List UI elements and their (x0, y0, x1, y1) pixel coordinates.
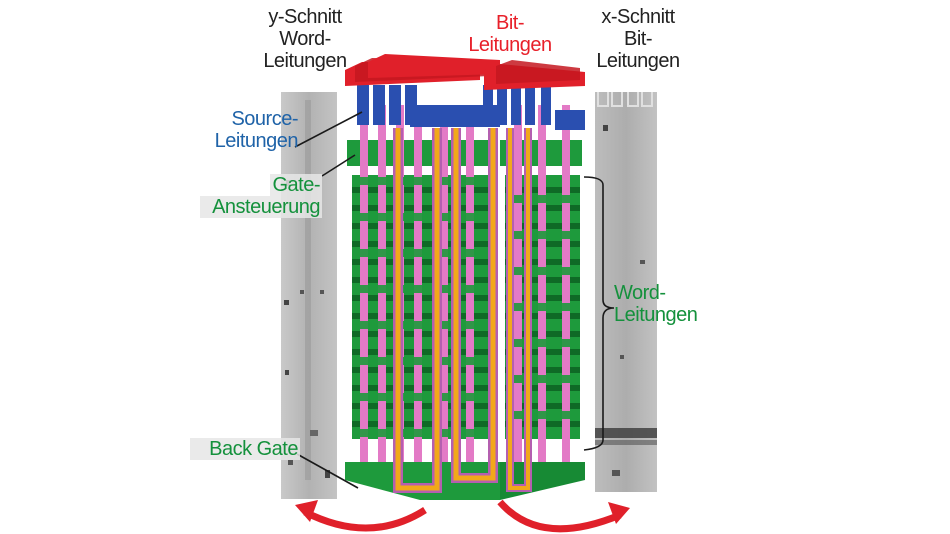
gate-control-line-2: Ansteuerung (200, 196, 322, 218)
y-section-micrograph (281, 92, 337, 499)
leader-lines (294, 111, 615, 489)
y-section-line-2: Word- (279, 28, 331, 50)
bit-lines-label: Bit- Leitungen (455, 12, 565, 56)
x-section-label: x-Schnitt Bit- Leitungen (583, 6, 693, 72)
y-section-line-3: Leitungen (263, 50, 347, 72)
right-arrow (497, 499, 622, 533)
bit-lines (345, 54, 585, 90)
source-lines (357, 85, 585, 130)
word-lines-line-2: Leitungen (614, 304, 698, 326)
u-channels (393, 128, 532, 493)
back-gate-line-1: Back Gate (190, 438, 300, 460)
x-section-line-3: Leitungen (596, 50, 680, 72)
source-lines-line-1: Source- (231, 108, 298, 130)
source-lines-line-2: Leitungen (214, 130, 299, 152)
bit-lines-line-2: Leitungen (468, 34, 552, 56)
bit-lines-line-1: Bit- (496, 12, 525, 34)
back-gate-base (345, 462, 500, 500)
y-section-line-1: y-Schnitt (268, 6, 342, 28)
rotation-arrows (295, 499, 630, 533)
x-section-line-2: Bit- (624, 28, 653, 50)
word-lines-label: Word- Leitungen (614, 282, 734, 326)
gate-control-label: Gate- Ansteuerung (200, 174, 322, 218)
gate-control-line-1: Gate- (270, 174, 322, 196)
x-section-micrograph (595, 92, 657, 492)
source-lines-label: Source- Leitungen (208, 108, 299, 152)
word-lines-line-1: Word- (614, 282, 666, 304)
back-gate-label: Back Gate (190, 438, 300, 460)
x-section-line-1: x-Schnitt (601, 6, 675, 28)
y-section-label: y-Schnitt Word- Leitungen (245, 6, 365, 72)
left-arrow (303, 507, 427, 532)
memory-stack (345, 54, 585, 500)
